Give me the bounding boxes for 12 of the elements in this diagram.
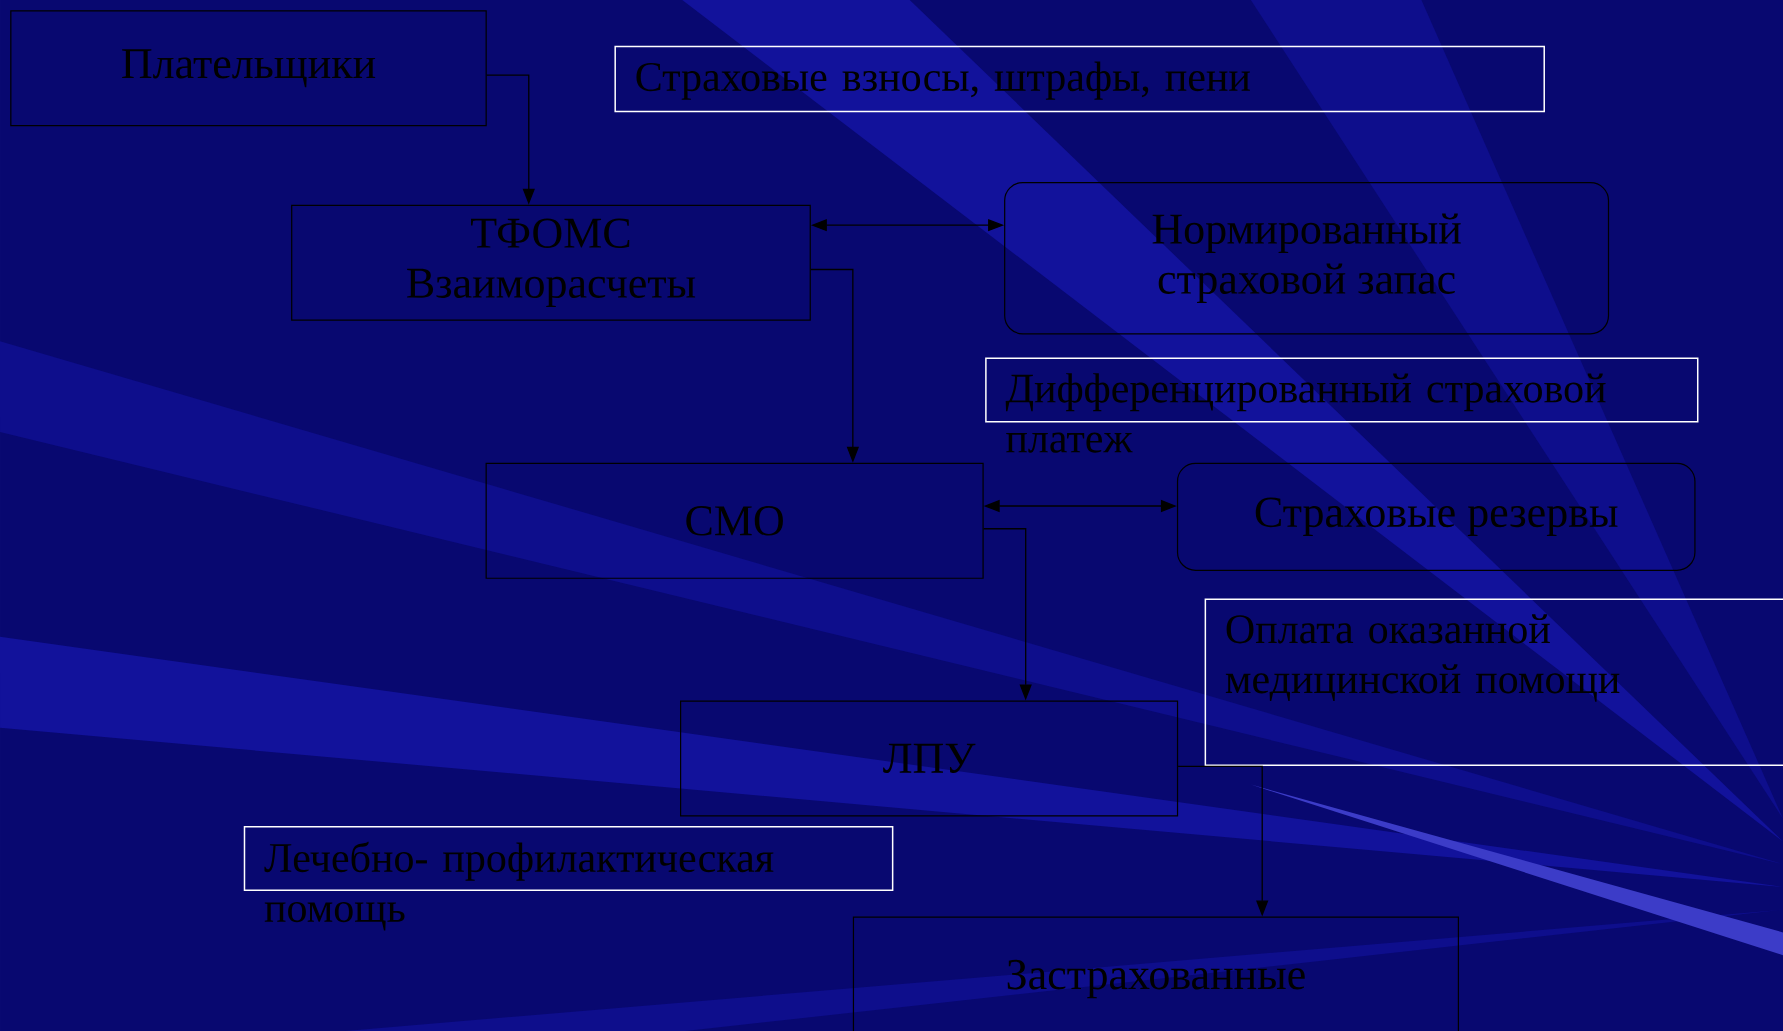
rounded-box: Нормированный страховой запас: [1004, 181, 1610, 335]
process-box: СМО: [485, 462, 984, 579]
node-label: платеж: [1006, 432, 1133, 453]
rounded-box: Страховые резервы: [1176, 462, 1696, 571]
node-label: помощь: [264, 901, 405, 931]
process-box: Плательщики: [10, 10, 487, 127]
note-box: Дифференцированный страховой платеж: [985, 357, 1699, 453]
process-box: ТФОМС Взаиморасчеты: [291, 204, 811, 321]
note-box: Страховые взносы, штрафы, пени: [614, 45, 1545, 112]
note-box: Оплата оказанной медицинской помощи: [1204, 598, 1783, 766]
process-box: ЛПУ: [680, 700, 1179, 817]
process-box: Застрахованные: [852, 916, 1459, 1031]
